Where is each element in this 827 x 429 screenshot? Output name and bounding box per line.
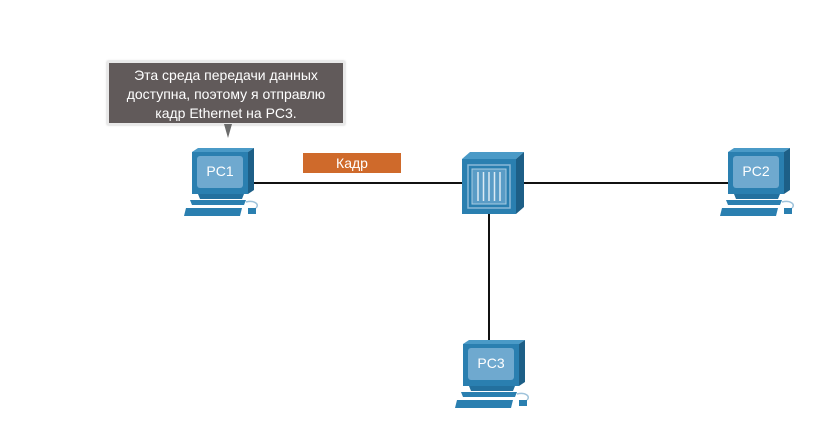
link-switch-pc2 bbox=[524, 182, 736, 184]
pc3[interactable]: PC3 bbox=[455, 338, 535, 410]
callout-line-1: Эта среда передачи данных bbox=[134, 67, 318, 83]
pc3-label: PC3 bbox=[477, 355, 505, 371]
callout-line-2: доступна, поэтому я отправлю bbox=[126, 86, 326, 102]
link-pc1-switch bbox=[254, 182, 462, 184]
pc1-label: PC1 bbox=[206, 163, 234, 179]
callout-tail bbox=[224, 124, 232, 138]
desktop-computer-icon bbox=[184, 148, 258, 216]
pc2[interactable]: PC2 bbox=[720, 146, 800, 218]
link-switch-pc3 bbox=[488, 214, 490, 344]
ethernet-frame: Кадр bbox=[303, 153, 401, 173]
switch-icon bbox=[462, 152, 524, 214]
desktop-computer-icon bbox=[455, 340, 529, 408]
pc1[interactable]: PC1 bbox=[184, 146, 264, 218]
callout-line-3: кадр Ethernet на PC3. bbox=[155, 105, 297, 121]
desktop-computer-icon bbox=[720, 148, 794, 216]
pc2-label: PC2 bbox=[742, 163, 770, 179]
speech-callout: Эта среда передачи данных доступна, поэт… bbox=[107, 61, 345, 125]
switch[interactable] bbox=[460, 151, 526, 215]
